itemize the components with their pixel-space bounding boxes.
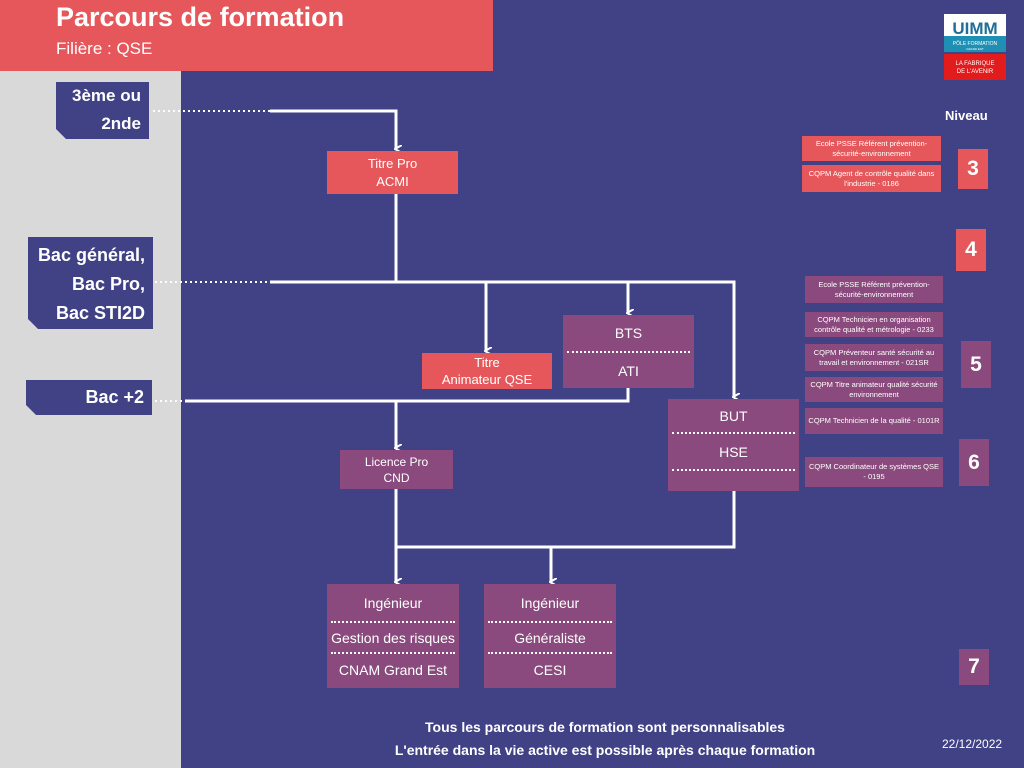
box-line: CND — [383, 471, 410, 485]
box-ingenieur-cnam: Ingénieur Gestion des risques CNAM Grand… — [327, 584, 459, 688]
niveau-heading: Niveau — [945, 108, 988, 123]
qual-cqpm-0233: CQPM Technicien en organisation contrôle… — [805, 312, 943, 337]
entry-bac-plus-2: Bac +2 — [26, 380, 152, 415]
level-4-badge: 4 — [956, 229, 986, 271]
logo-tag1: LA FABRIQUE — [955, 61, 994, 67]
level-7-badge: 7 — [959, 649, 989, 685]
box-line: Titre — [474, 355, 500, 370]
entry-3eme-2nde: 3ème ou 2nde — [56, 82, 149, 139]
box-licence-pro-cnd: Licence Pro CND — [340, 450, 453, 489]
entry-line: Bac +2 — [85, 387, 144, 407]
entry-line: Bac général, — [37, 245, 145, 265]
logo-line1: PÔLE FORMATION — [953, 40, 998, 47]
qual-cqpm-0195: CQPM Coordinateur de systèmes QSE - 0195 — [805, 457, 943, 487]
box-titre-animateur-qse: Titre Animateur QSE — [422, 353, 552, 389]
dotted-separator — [672, 432, 795, 434]
box-line: Ingénieur — [363, 594, 423, 611]
box-line: Gestion des risques — [331, 629, 455, 646]
qual-psse-level5: Ecole PSSE Référent prévention-sécurité-… — [805, 276, 943, 303]
dotted-separator — [331, 621, 455, 623]
logo-brand: UIMM — [952, 19, 997, 38]
entry-line: Bac Pro, — [71, 274, 145, 294]
page-subtitle: Filière : QSE — [56, 39, 153, 58]
level-3-badge: 3 — [958, 149, 988, 189]
box-line: BUT — [719, 407, 748, 424]
box-but-hse: BUT HSE — [668, 399, 799, 491]
entry-line: 3ème ou — [72, 86, 141, 105]
footer-line-2: L'entrée dans la vie active est possible… — [394, 742, 816, 758]
qual-cqpm-021sr: CQPM Préventeur santé sécurité au travai… — [805, 344, 943, 371]
qual-cqpm-animateur-qse: CQPM Titre animateur qualité sécurité en… — [805, 377, 943, 402]
dotted-separator — [488, 621, 612, 623]
box-line: Licence Pro — [364, 455, 429, 469]
entry-line: Bac STI2D — [55, 303, 145, 323]
box-line: BTS — [614, 325, 643, 341]
box-line: Ingénieur — [520, 594, 580, 611]
dotted-separator — [567, 351, 690, 353]
entry-bac: Bac général, Bac Pro, Bac STI2D — [28, 237, 153, 329]
dotted-separator — [331, 652, 455, 654]
box-bts-ati: BTS ATI — [563, 315, 694, 388]
box-ingenieur-cesi: Ingénieur Généraliste CESI — [484, 584, 616, 688]
box-line: Animateur QSE — [441, 372, 533, 387]
logo-tag2: DE L'AVENIR — [957, 69, 994, 75]
level-6-badge: 6 — [959, 439, 989, 486]
qual-cqpm-0101r: CQPM Technicien de la qualité - 0101R — [805, 408, 943, 434]
uimm-logo: UIMM PÔLE FORMATION GRAND EST LA FABRIQU… — [944, 14, 1006, 80]
box-line: HSE — [719, 443, 748, 460]
box-line: ATI — [618, 362, 639, 379]
qual-psse-level3: Ecole PSSE Référent prévention-sécurité-… — [802, 136, 941, 161]
box-line: Titre Pro — [367, 156, 418, 171]
box-line: CNAM Grand Est — [338, 662, 448, 678]
footer-line-1: Tous les parcours de formation sont pers… — [425, 719, 785, 735]
dotted-separator — [672, 469, 795, 471]
dotted-separator — [488, 652, 612, 654]
box-titre-pro-acmi: Titre Pro ACMI — [327, 151, 458, 194]
box-line: Généraliste — [514, 629, 586, 646]
header-banner: Parcours de formation Filière : QSE — [0, 0, 493, 71]
date-label: 22/12/2022 — [942, 737, 1003, 751]
box-line: ACMI — [376, 174, 409, 189]
level-5-badge: 5 — [961, 341, 991, 388]
entry-line: 2nde — [101, 114, 141, 133]
qual-cqpm-0186: CQPM Agent de contrôle qualité dans l'in… — [802, 165, 941, 192]
page-title: Parcours de formation — [56, 2, 345, 32]
box-line: CESI — [533, 662, 567, 678]
logo-line2: GRAND EST — [966, 47, 984, 51]
